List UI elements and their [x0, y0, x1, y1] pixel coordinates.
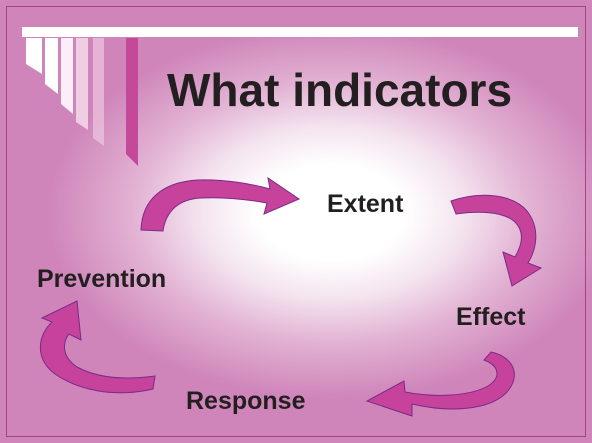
stage-label-prevention: Prevention [37, 265, 167, 293]
cycle-arrow-right [450, 194, 543, 287]
cycle-arrow-bottom [365, 351, 515, 417]
slide-frame [6, 6, 586, 437]
stage-label-response: Response [186, 387, 306, 415]
slide-title: What indicators [167, 64, 513, 116]
stage-label-extent: Extent [327, 190, 404, 218]
stage-label-effect: Effect [456, 303, 526, 331]
cycle-arrow-top [140, 176, 301, 232]
top-rule [22, 27, 578, 37]
decorative-stripes [26, 38, 138, 166]
cycle-arrow-left [39, 300, 156, 394]
